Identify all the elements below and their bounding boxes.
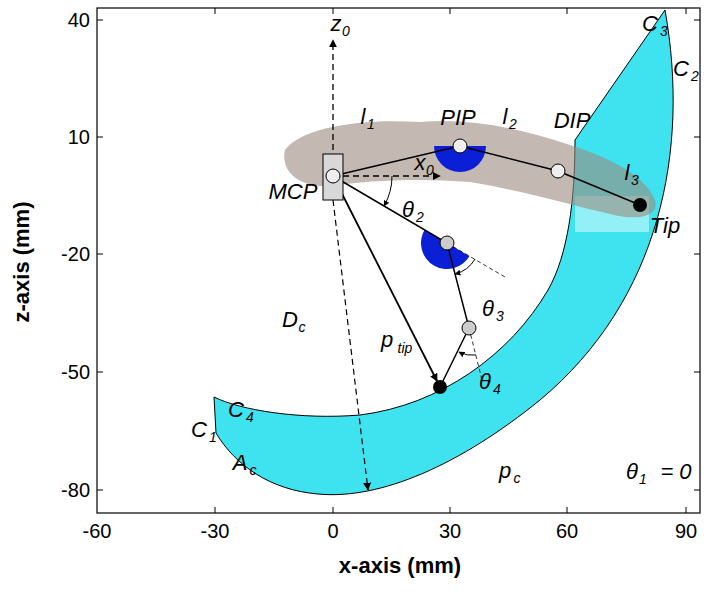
ptip-vector <box>333 176 437 381</box>
symbol-label: z <box>331 13 342 35</box>
subscript: 2 <box>691 69 699 83</box>
tick-label: 30 <box>439 521 461 541</box>
symbol-label: A <box>233 452 248 474</box>
fingertip <box>433 380 447 394</box>
pip-range-flexed <box>421 230 469 269</box>
symbol-label: l <box>625 162 630 184</box>
symbol-label: PIP <box>440 107 475 129</box>
subscript: 1 <box>639 472 647 486</box>
theta4-arc <box>459 352 476 355</box>
subscript: 0 <box>342 24 350 38</box>
symbol-label: p <box>499 460 511 482</box>
subscript: 3 <box>631 173 639 187</box>
symbol-label: θ <box>626 461 638 483</box>
axis-ticks <box>97 8 700 513</box>
subscript: 3 <box>660 24 668 38</box>
subscript: 2 <box>416 210 424 224</box>
tick-label: 60 <box>556 521 578 541</box>
subscript: 1 <box>367 117 375 131</box>
axis-title: x-axis (mm) <box>339 555 461 577</box>
axis-title: z-axis (mm) <box>11 201 33 322</box>
tick-label: 90 <box>675 521 697 541</box>
tick-label: 0 <box>327 521 338 541</box>
plot-frame <box>97 8 700 513</box>
fingertip <box>633 198 647 212</box>
tick-label: 10 <box>68 127 90 147</box>
tick-label: -60 <box>83 521 112 541</box>
subscript: 2 <box>509 117 517 131</box>
theta2-arc <box>384 176 392 206</box>
tick-label: 40 <box>68 10 90 30</box>
symbol-label: p <box>381 329 393 351</box>
z0-axis <box>332 40 333 160</box>
finger-links <box>333 146 640 205</box>
subscript: 3 <box>496 309 504 323</box>
finger-links-flexed <box>333 176 469 387</box>
subscript: c <box>250 463 257 477</box>
symbol-label: C <box>191 419 207 441</box>
joint <box>462 321 476 335</box>
joint <box>326 169 340 183</box>
subscript: 4 <box>493 382 501 396</box>
subscript: c <box>299 320 306 334</box>
symbol-label: C <box>673 58 689 80</box>
theta3-arc <box>455 259 475 274</box>
symbol-label: C <box>642 13 658 35</box>
symbol-label: Tip <box>650 215 680 237</box>
joint <box>440 236 454 250</box>
equation-label: = 0 <box>660 461 691 483</box>
dc-dimension <box>333 200 368 490</box>
symbol-label: θ <box>402 199 414 221</box>
tick-label: -80 <box>61 480 90 500</box>
symbol-label: C <box>228 399 244 421</box>
subscript: 0 <box>426 163 434 177</box>
symbol-label: MCP <box>269 181 318 203</box>
finger-silhouette <box>284 121 656 217</box>
tick-label: -50 <box>61 362 90 382</box>
symbol-label: l <box>503 106 508 128</box>
symbol-label: θ <box>479 371 491 393</box>
tick-label: -30 <box>201 521 230 541</box>
symbol-label: θ <box>482 298 494 320</box>
workspace-region <box>214 10 673 495</box>
subscript: 4 <box>246 410 254 424</box>
subscript: 1 <box>209 430 217 444</box>
symbol-label: DIP <box>554 110 591 132</box>
x0-axis <box>343 175 440 176</box>
mcp-block <box>323 154 343 200</box>
symbol-label: x <box>415 152 426 174</box>
symbol-label: D <box>282 309 298 331</box>
joint <box>551 164 565 178</box>
subscript: tip <box>398 341 413 355</box>
joint <box>453 139 467 153</box>
subscript: c <box>514 471 521 485</box>
symbol-label: l <box>361 106 366 128</box>
tick-label: -20 <box>61 244 90 264</box>
angle-extension <box>447 243 505 277</box>
